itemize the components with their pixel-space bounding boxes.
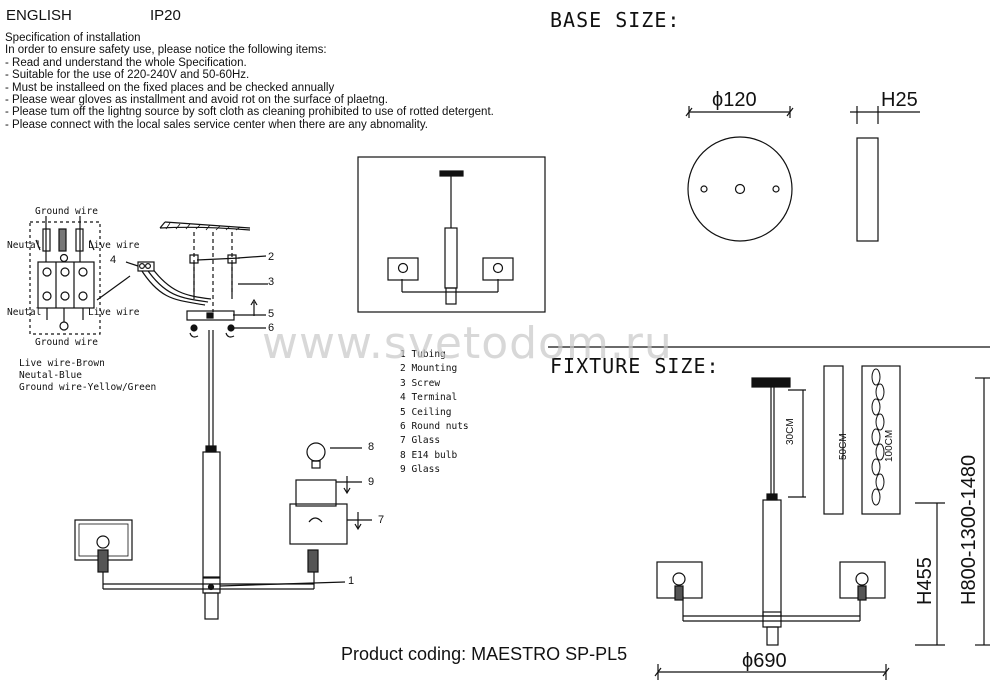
part-item: 4 Terminal	[400, 392, 458, 404]
preview-box	[357, 156, 546, 313]
watermark: www.svetodom.ru	[262, 318, 673, 369]
fixture-drawing	[654, 365, 990, 680]
spec-item: - Must be installeed on the fixed places…	[5, 81, 335, 94]
spec-item: - Please tum off the lightng source by s…	[5, 106, 494, 119]
parts-list: 1 Tubing 2 Mounting 3 Screw 4 Terminal 5…	[400, 348, 469, 478]
supply-wires	[96, 261, 212, 306]
ip-rating: IP20	[150, 7, 181, 24]
callout-9: 9	[368, 476, 375, 488]
part-item: 7 Glass	[400, 435, 441, 447]
height-range-label: H800-1300-1480	[958, 454, 980, 605]
callout-8: 8	[368, 441, 375, 453]
spec-item: - Please wear gloves as installment and …	[5, 94, 388, 107]
product-coding: Product coding: MAESTRO SP-PL5	[341, 644, 628, 664]
wire-color-item: Neutal-Blue	[19, 370, 82, 381]
ground-wire-bottom-label: Ground wire	[35, 337, 98, 348]
base-size-title: BASE SIZE:	[550, 8, 681, 32]
spec-item: - Please connect with the local sales se…	[5, 118, 428, 131]
callout-3: 3	[268, 276, 275, 288]
callout-1: 1	[348, 575, 355, 587]
wire-color-legend: Live wire-Brown Neutal-Blue Ground wire-…	[19, 358, 156, 394]
live-wire-top-label: Live wire	[88, 240, 140, 251]
part-item: 1 Tubing	[400, 349, 446, 360]
base-height-label: H25	[881, 89, 918, 111]
live-wire-bottom-label: Live wire	[88, 307, 140, 318]
wire-color-item: Live wire-Brown	[19, 358, 105, 369]
spec-intro: In order to ensure safety use, please no…	[5, 44, 327, 57]
callout-4: 4	[110, 254, 117, 266]
base-plate-top-view	[685, 106, 794, 242]
fixture-size-title: FIXTURE SIZE:	[550, 354, 720, 378]
h455-label: H455	[914, 557, 936, 605]
part-item: 9 Glass	[400, 464, 441, 476]
wire-color-item: Ground wire-Yellow/Green	[19, 382, 157, 393]
rod-30cm-label: 30CM	[785, 418, 796, 445]
base-plate-side-view	[850, 106, 920, 242]
part-item: 3 Screw	[400, 377, 441, 389]
part-item: 6 Round nuts	[400, 421, 469, 433]
spec-item: - Suitable for the use of 220-240V and 5…	[5, 69, 250, 82]
part-item: 2 Mounting	[400, 363, 458, 375]
chain-100cm-label: 100CM	[884, 429, 895, 462]
callout-6: 6	[268, 322, 275, 334]
callout-5: 5	[268, 308, 275, 320]
fixture-width-label: ϕ690	[742, 650, 787, 672]
spec-item: - Read and understand the whole Specific…	[5, 56, 247, 69]
callout-2: 2	[268, 251, 275, 263]
spec-block: Specification of installation In order t…	[5, 32, 494, 131]
part-item: 5 Ceiling	[400, 406, 452, 418]
neutral-top-label: Neutal	[7, 240, 42, 251]
language-label: ENGLISH	[6, 7, 72, 24]
neutral-bottom-label: Neutal	[7, 307, 42, 318]
ceiling-mount	[159, 221, 268, 338]
base-diameter-label: ϕ120	[712, 89, 757, 111]
terminal-block	[29, 216, 101, 335]
ground-wire-top-label: Ground wire	[35, 206, 98, 217]
part-item: 8 E14 bulb	[400, 449, 458, 461]
callout-7: 7	[378, 514, 385, 526]
rod-50cm-label: 50CM	[838, 433, 849, 460]
spec-title: Specification of installation	[5, 32, 141, 44]
exploded-lamp	[74, 330, 372, 620]
